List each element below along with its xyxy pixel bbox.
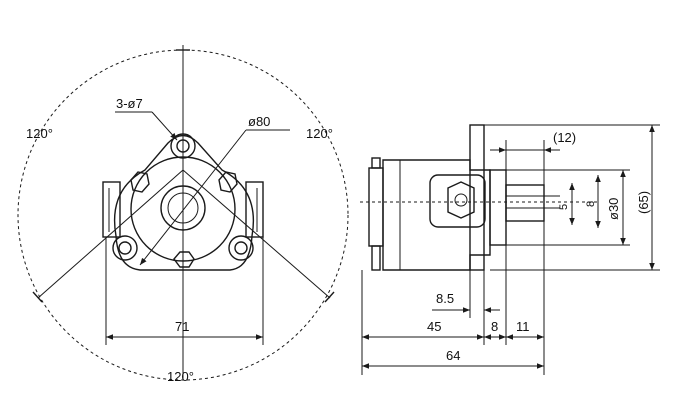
- holes-leader: [151, 111, 178, 141]
- housing-circle: [130, 156, 236, 262]
- dim-45-label: 45: [427, 319, 441, 334]
- radial-line-left: [37, 169, 184, 299]
- rear-cover-bolt-bottom: [371, 245, 381, 271]
- side-boss: [429, 174, 486, 228]
- dim-64-label: 64: [446, 348, 460, 363]
- angle-tick-right: [324, 291, 335, 303]
- dim-5-label: 5: [558, 204, 570, 210]
- angle-tick-left: [32, 291, 43, 303]
- hex-bolt-bottom: [173, 251, 195, 268]
- side-hex-bolt-center: [454, 193, 468, 207]
- mount-hole-right-inner: [234, 241, 248, 255]
- rear-cover: [368, 167, 384, 247]
- mounting-flange: [469, 124, 485, 271]
- hex-bolt-top-right: [218, 171, 238, 193]
- angle-left-label: 120°: [26, 126, 53, 141]
- mount-hole-right: [228, 235, 254, 261]
- pcd-leader: [139, 129, 247, 266]
- angle-right-label: 120°: [306, 126, 333, 141]
- dim-11-label: 11: [516, 319, 530, 334]
- dim-8v-label: 8: [585, 201, 597, 207]
- mount-hole-left: [112, 235, 138, 261]
- hex-bolt-top-left: [130, 171, 150, 193]
- shaft-collar: [489, 169, 507, 246]
- dim-12-label: (12): [553, 130, 576, 145]
- front-view: 3-ø7 ø80 120° 120° 120° 71: [17, 45, 349, 384]
- flange-body: [113, 134, 255, 271]
- shaft-bore-inner: [167, 192, 199, 224]
- shaft-bore: [160, 185, 206, 231]
- holes-label: 3-ø7: [116, 96, 143, 111]
- side-hex-bolt: [447, 181, 475, 219]
- pump-body: [382, 159, 491, 271]
- dia-30-label: ø30: [606, 198, 621, 220]
- pcd-label: ø80: [248, 114, 270, 129]
- side-view: (12) (65) ø30 8 5 8.5 45 8 11 64: [360, 124, 660, 375]
- right-side-block: [245, 181, 264, 238]
- angle-bottom-label: 120°: [167, 369, 194, 384]
- dim-8-5-label: 8.5: [436, 291, 454, 306]
- dim-65-label: (65): [636, 191, 651, 214]
- rear-cover-bolt-top: [371, 157, 381, 169]
- shaft: [505, 184, 545, 222]
- mount-hole-left-inner: [118, 241, 132, 255]
- left-side-block: [102, 181, 121, 238]
- width-71-label: 71: [175, 319, 189, 334]
- radial-line-right: [182, 169, 331, 299]
- mount-hole-top: [170, 133, 196, 159]
- mount-hole-top-inner: [176, 139, 190, 153]
- dim-8-label: 8: [491, 319, 498, 334]
